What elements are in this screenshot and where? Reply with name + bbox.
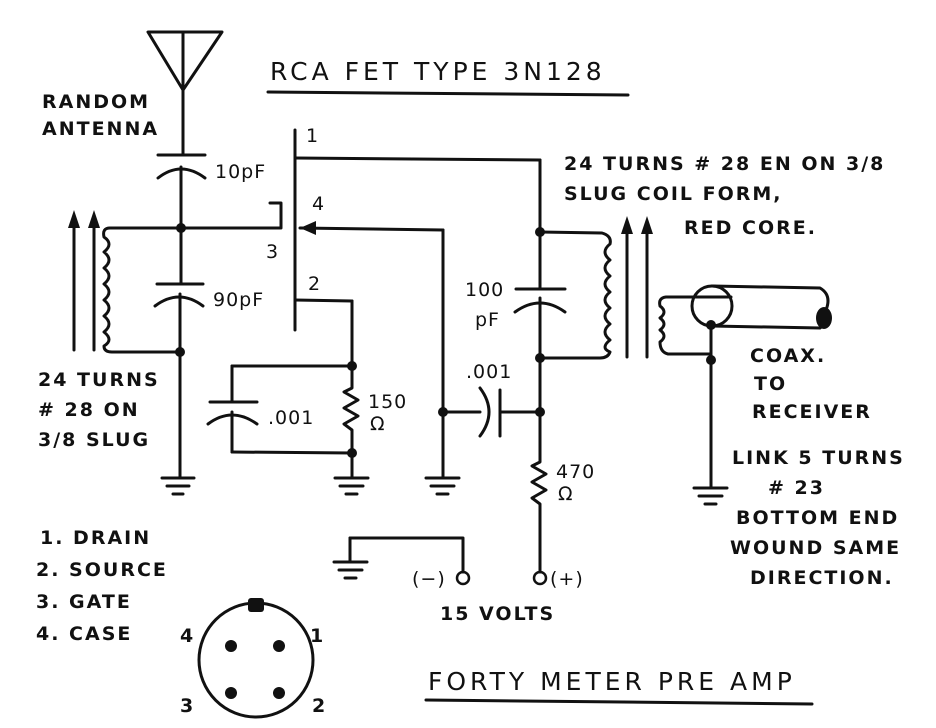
capacitor-90pf-icon [153, 226, 205, 354]
input-coil-note-line3: 3/8 SLUG [38, 429, 150, 451]
capacitor-source-bypass-icon [206, 364, 354, 455]
antenna-label-line1: RANDOM [42, 91, 150, 113]
terminal-positive-icon[interactable] [532, 570, 548, 586]
input-coil-icon [102, 226, 182, 354]
output-coil-note-line3: RED CORE. [684, 217, 817, 239]
fet-pin3-label: 3 [266, 241, 279, 263]
pinout-pin3-label: 3 [180, 695, 195, 717]
capacitor-100pf-unit: pF [475, 309, 500, 331]
ground-icon [160, 476, 196, 496]
capacitor-drain-bypass-icon [441, 386, 542, 438]
antenna-label-line2: ANTENNA [42, 118, 159, 140]
coax-note-line2: TO [754, 373, 787, 395]
junction-link [706, 355, 716, 365]
ground-icon [332, 536, 369, 580]
output-coil-note-line1: 24 TURNS # 28 EN ON 3/8 [564, 153, 885, 175]
ground-icon [424, 476, 461, 496]
link-note-line5: DIRECTION. [750, 567, 894, 589]
top-title-underline [266, 90, 630, 97]
resistor-150-value: 150 [368, 391, 407, 413]
fet-pin2-label: 2 [308, 273, 321, 295]
bottom-title-underline [424, 698, 814, 706]
wire-negative [348, 536, 465, 574]
coax-note-line1: COAX. [750, 345, 826, 367]
output-slug-arrows-icon [621, 216, 653, 359]
terminal-negative-label: (−) [412, 568, 446, 590]
input-slug-arrows-icon [68, 210, 100, 352]
pinout-legend-1: 1. DRAIN [40, 527, 151, 549]
capacitor-90pf-label: 90pF [213, 289, 264, 311]
gate-bracket [268, 201, 283, 230]
fet-3n128-icon [293, 128, 542, 480]
fet-pinout-diagram-icon [197, 598, 315, 719]
resistor-150-icon [342, 364, 360, 455]
pinout-legend-4: 4. CASE [36, 623, 132, 645]
pinout-legend-3: 3. GATE [36, 591, 132, 613]
link-note-line4: WOUND SAME [730, 537, 901, 559]
terminal-positive-label: (+) [550, 568, 584, 590]
link-note-line1: LINK 5 TURNS [732, 447, 905, 469]
capacitor-100pf-value: 100 [465, 279, 504, 301]
link-coil-icon [658, 295, 716, 356]
output-coil-icon [538, 230, 612, 360]
pinout-legend-2: 2. SOURCE [36, 559, 168, 581]
capacitor-drain-bypass-label: .001 [466, 361, 512, 383]
voltage-label: 15 VOLTS [440, 603, 555, 625]
pinout-pin1-label: 1 [310, 625, 325, 647]
fet-pin4-label: 4 [312, 193, 325, 215]
output-coil-note-line2: SLUG COIL FORM, [564, 183, 783, 205]
capacitor-100pf-icon [513, 230, 567, 360]
resistor-470-icon [530, 410, 548, 574]
input-coil-note-line2: # 28 ON [38, 399, 140, 421]
coax-note-line3: RECEIVER [752, 401, 872, 423]
capacitor-10pf-icon [156, 153, 207, 230]
terminal-negative-icon[interactable] [455, 570, 471, 586]
link-note-line2: # 23 [768, 477, 825, 499]
fet-pin1-label: 1 [306, 125, 319, 147]
pinout-pin2-label: 2 [312, 695, 327, 717]
coax-icon [690, 284, 832, 330]
input-coil-note-line1: 24 TURNS [38, 369, 160, 391]
ground-icon [692, 486, 729, 506]
capacitor-10pf-label: 10pF [215, 161, 266, 183]
top-title: RCA FET TYPE 3N128 [270, 57, 606, 86]
resistor-470-unit: Ω [558, 483, 574, 505]
resistor-150-unit: Ω [370, 413, 386, 435]
antenna-icon [146, 30, 224, 157]
capacitor-source-bypass-label: .001 [268, 407, 314, 429]
link-note-line3: BOTTOM END [736, 507, 899, 529]
ground-icon [333, 476, 370, 496]
bottom-title: FORTY METER PRE AMP [428, 667, 796, 696]
resistor-470-value: 470 [556, 461, 595, 483]
pinout-pin4-label: 4 [180, 625, 195, 647]
